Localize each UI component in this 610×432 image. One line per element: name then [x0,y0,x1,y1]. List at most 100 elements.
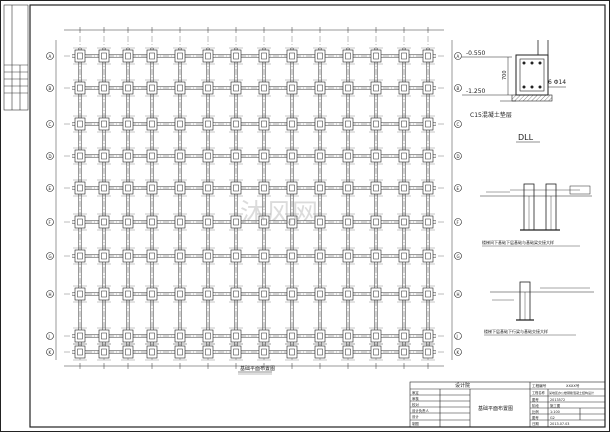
footing [370,181,382,195]
footing [314,149,326,163]
axis-label-right: G [457,254,460,259]
company-name: 设计院 [455,382,470,389]
footing [146,81,158,95]
axis-bubble-left [46,290,54,298]
footing [174,249,186,263]
footing [230,345,242,359]
footing [398,149,410,163]
footing [370,249,382,263]
axis-label-left: B [49,86,52,91]
footing [174,181,186,195]
meta-value-0: 2013572 [550,398,565,402]
footing [230,181,242,195]
footing [202,181,214,195]
footing [342,249,354,263]
footing [314,329,326,343]
footing [258,249,270,263]
footing [342,81,354,95]
binding-strip [3,4,29,111]
footing [398,345,410,359]
axis-label-left: H [49,292,52,297]
axis-label-right: A [457,54,460,59]
axis-bubble-left [46,348,54,356]
footing [422,149,434,163]
footing [342,329,354,343]
axis-bubble-right [454,184,462,192]
axis-label-right: J [456,334,458,339]
footing [342,287,354,301]
axis-label-left: K [49,350,52,355]
footing [122,117,134,131]
footing [98,81,110,95]
footing [398,117,410,131]
footing [202,329,214,343]
axis-bubble-right [454,152,462,160]
detail-2-caption: 楼梯下层基础下行梁与基础交接大样 [484,328,548,334]
footing [342,215,354,229]
axis-bubble-left [46,332,54,340]
footing [286,81,298,95]
project-name-label: 工程名称 [532,390,546,395]
footing [258,329,270,343]
footing [202,215,214,229]
footing [122,329,134,343]
axis-label-right: C [457,122,460,127]
drawing-title: 基础平面布置图 [478,405,513,412]
axis-bubble-right [454,252,462,260]
footing [422,117,434,131]
footing [98,117,110,131]
footing [314,287,326,301]
axis-label-left: E [49,186,52,191]
footing [74,181,86,195]
footing [98,329,110,343]
meta-label-1: 阶段 [532,403,539,408]
footing [174,81,186,95]
footing [422,215,434,229]
footing [146,215,158,229]
detail-1 [480,183,592,231]
footing [98,149,110,163]
footing [398,181,410,195]
rebar-label: 6 Φ14 [548,79,566,86]
elev-top-label: -0.550 [466,50,486,57]
footing [370,215,382,229]
axis-bubble-right [454,218,462,226]
watermark: 沐风网 [240,199,318,229]
footing [122,345,134,359]
detail-2 [490,281,594,321]
section-dll: -0.550 -1.250 700 6 Φ14 C15混凝土垫层 DLL [462,40,566,143]
footing [258,117,270,131]
project-name: 某地区办公楼钢筋混凝土结构设计 [549,390,594,395]
axis-label-left: A [49,54,52,59]
footing [122,287,134,301]
footing [286,249,298,263]
footing [258,149,270,163]
footing [286,181,298,195]
footing [370,49,382,63]
footing [342,117,354,131]
footing [422,81,434,95]
footing [286,215,298,229]
axis-label-right: H [457,292,460,297]
footing [146,49,158,63]
axis-bubble-right [454,332,462,340]
footing [422,249,434,263]
row-label-3: 设计负责人 [412,408,430,413]
footing [146,287,158,301]
footing [98,287,110,301]
footing [230,117,242,131]
footing [98,49,110,63]
meta-label-4: 日期 [532,421,539,426]
footing [174,117,186,131]
row-label-0: 审定 [412,390,419,395]
footing [258,345,270,359]
footing [258,287,270,301]
footing [98,345,110,359]
footing [202,117,214,131]
footing [74,81,86,95]
footing [286,149,298,163]
footing [230,81,242,95]
footing [146,345,158,359]
